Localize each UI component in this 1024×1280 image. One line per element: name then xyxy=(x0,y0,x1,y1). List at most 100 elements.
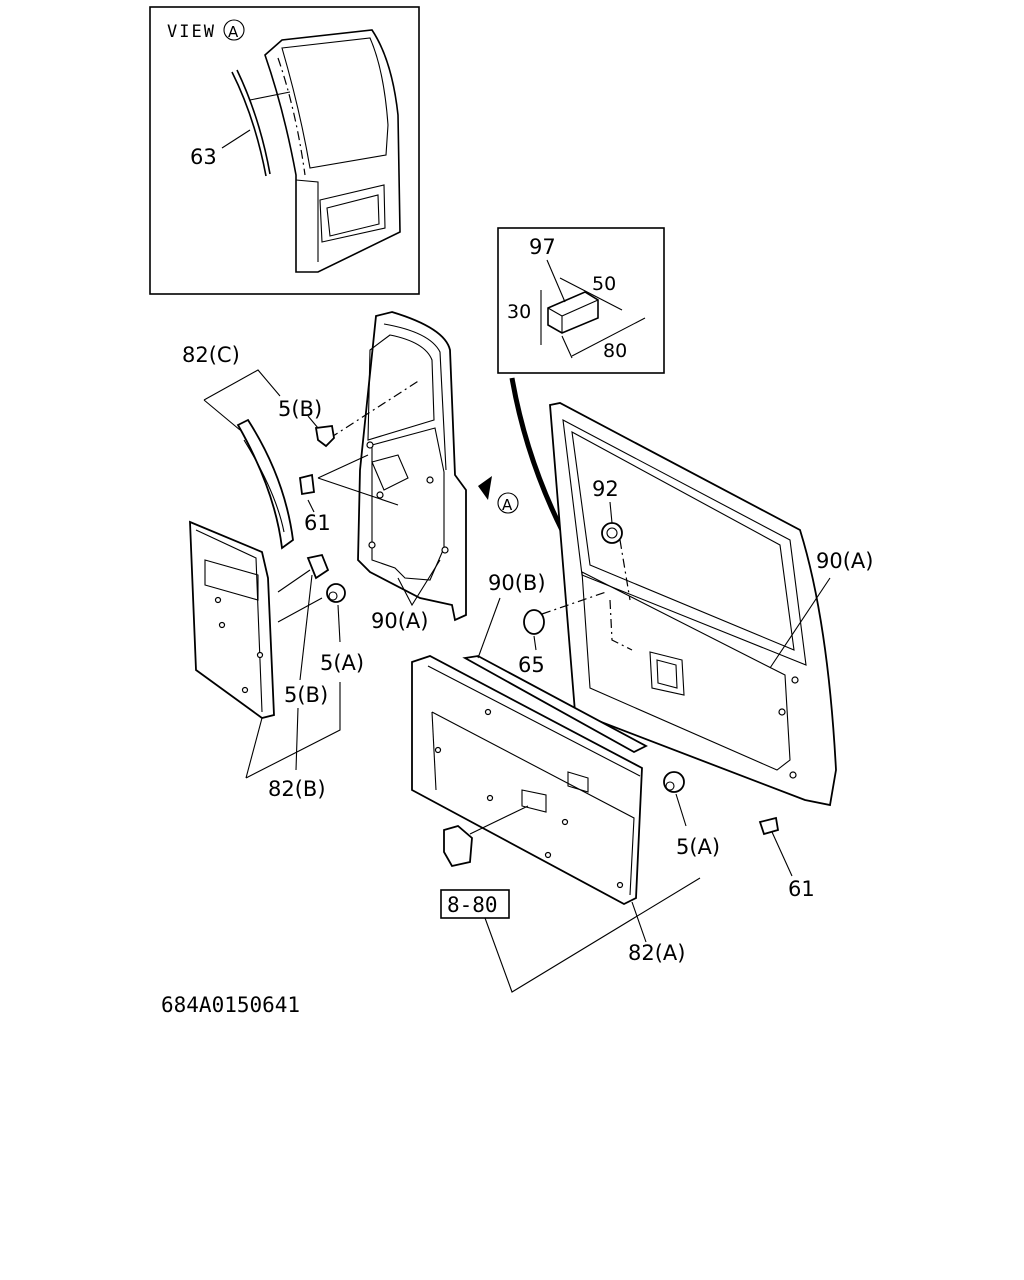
part-65-plug xyxy=(523,609,545,635)
door-hole xyxy=(376,491,384,499)
drawing-code: 684A0150641 xyxy=(161,993,300,1017)
callout-5b-left: 5(B) xyxy=(284,683,328,707)
rear-door-window-outer xyxy=(562,419,807,666)
leader-82c xyxy=(203,369,281,401)
callout-61-right: 61 xyxy=(788,877,815,901)
leader-82a-bracket xyxy=(484,877,701,993)
front-door-window-opening xyxy=(367,334,435,441)
leader-63-to-door xyxy=(249,91,291,101)
part-82a-left-edge xyxy=(431,711,437,791)
pillar-trim-82c: 82(C) 5(B) xyxy=(182,343,335,550)
leader-92 xyxy=(609,501,613,524)
view-a-circle xyxy=(223,19,245,41)
part-63-strip xyxy=(231,71,267,177)
callout-90a-left: 90(A) xyxy=(371,609,428,633)
leader-61-left xyxy=(307,499,315,513)
part-8-80-cover xyxy=(443,825,473,868)
panel-hole xyxy=(256,651,264,659)
part-82b-panel xyxy=(189,520,275,719)
rear-door-window-inner xyxy=(571,430,795,651)
front-door-handle-recess xyxy=(371,454,409,491)
callout-82a: 82(A) xyxy=(628,941,685,965)
dim-80-ext xyxy=(561,335,573,359)
callout-90b: 90(B) xyxy=(488,571,546,595)
door-hole xyxy=(368,541,376,549)
callout-5b-top: 5(B) xyxy=(278,397,322,421)
part-5b-left-clip xyxy=(306,553,330,580)
part-63-strip-edge xyxy=(236,69,271,175)
callout-82b: 82(B) xyxy=(268,777,326,801)
inset-door-panel-inner xyxy=(326,194,380,237)
panel-hole xyxy=(484,708,492,716)
part-82a-pocket xyxy=(567,771,589,793)
lower-trim-82a: 90(B) 8-80 5(A) 82(A) xyxy=(411,571,720,993)
leader-61-left-hole xyxy=(317,454,369,479)
part-97-number: 97 xyxy=(529,235,556,259)
view-a-arrow-marker: A xyxy=(502,496,513,514)
leader-61-right xyxy=(771,831,793,877)
inset-door-outline xyxy=(264,29,401,273)
leader-63 xyxy=(221,129,251,149)
leader-65-dash xyxy=(541,591,607,615)
leader-5b-left-to-panel xyxy=(277,569,311,593)
panel-hole xyxy=(214,596,222,604)
callout-5a-right: 5(A) xyxy=(676,835,720,859)
door-hole xyxy=(441,546,449,554)
view-a-title: VIEW xyxy=(167,22,216,42)
leader-90a-left xyxy=(397,559,441,607)
view-a-arrow xyxy=(478,476,492,500)
leader-65 xyxy=(533,635,537,651)
leader-5b-left xyxy=(299,574,313,681)
ref-8-80-box xyxy=(440,889,510,919)
panel-hole xyxy=(434,746,442,754)
inset-door-window xyxy=(281,37,389,169)
callout-82c: 82(C) xyxy=(182,343,240,367)
front-door-assembly: A 90(A) 61 xyxy=(299,311,519,633)
part-5a-right-clip xyxy=(663,771,685,793)
panel-hole xyxy=(218,621,226,629)
inset-door-edge xyxy=(295,179,319,262)
rear-door-handle-inner xyxy=(656,659,678,689)
door-hole xyxy=(791,676,799,684)
part-97-block-edges xyxy=(547,299,599,333)
lower-trim-82b: 5(A) 5(B) 82(B) xyxy=(189,520,364,801)
leader-8-80-cover xyxy=(469,805,529,835)
callout-63: 63 xyxy=(190,145,217,169)
part-61-right xyxy=(758,816,780,836)
part-90b-strip xyxy=(462,655,648,754)
part-5a-right-clip-head xyxy=(665,781,675,791)
leader-5b-top xyxy=(307,415,319,429)
dim-80: 80 xyxy=(603,340,627,362)
leader-5a-left-to-panel xyxy=(277,597,323,623)
door-hole xyxy=(366,441,374,449)
view-a-arrow-circle xyxy=(497,492,519,514)
door-hole xyxy=(778,708,786,716)
view-a-inset: VIEW A 63 xyxy=(149,6,420,295)
panel-hole xyxy=(241,686,249,694)
leader-90b xyxy=(477,597,501,659)
leader-61-left-hole2 xyxy=(317,477,399,506)
leader-82a xyxy=(631,901,647,943)
dim-50: 50 xyxy=(592,273,616,295)
part-5b-top-clip xyxy=(314,424,335,448)
leader-90a-right xyxy=(769,577,831,669)
callout-90a-right: 90(A) xyxy=(816,549,873,573)
front-door-centerline xyxy=(329,379,421,439)
dim-50-line xyxy=(559,277,623,311)
part-82b-handle-slot xyxy=(204,559,259,601)
part-82a-edges xyxy=(427,665,641,896)
part-82c-trim xyxy=(236,418,294,550)
callout-5a-left: 5(A) xyxy=(320,651,364,675)
panel-hole xyxy=(561,818,569,826)
part-97-detail-frame xyxy=(497,227,665,374)
rear-door-hidden-line xyxy=(609,599,633,651)
panel-hole xyxy=(544,851,552,859)
callout-92: 92 xyxy=(592,477,619,501)
part-5a-left-clip-head xyxy=(328,591,338,601)
dim-80-line xyxy=(571,317,646,357)
view-a-marker: A xyxy=(228,23,239,41)
rear-door-outer xyxy=(549,402,837,807)
leader-82c-to-trim xyxy=(203,399,241,431)
